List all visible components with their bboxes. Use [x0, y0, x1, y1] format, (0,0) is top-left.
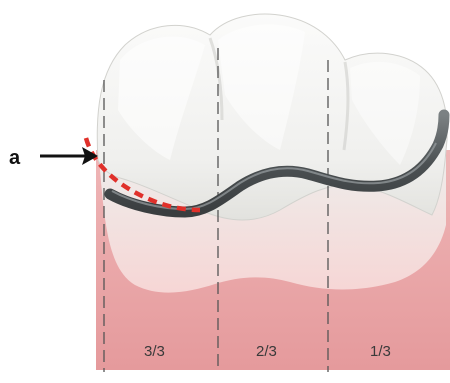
zone-label-1-3: 1/3: [370, 343, 391, 360]
zone-label-3-3: 3/3: [144, 343, 165, 360]
zone-label-2-3: 2/3: [256, 343, 277, 360]
callout-label-a: a: [9, 147, 21, 169]
